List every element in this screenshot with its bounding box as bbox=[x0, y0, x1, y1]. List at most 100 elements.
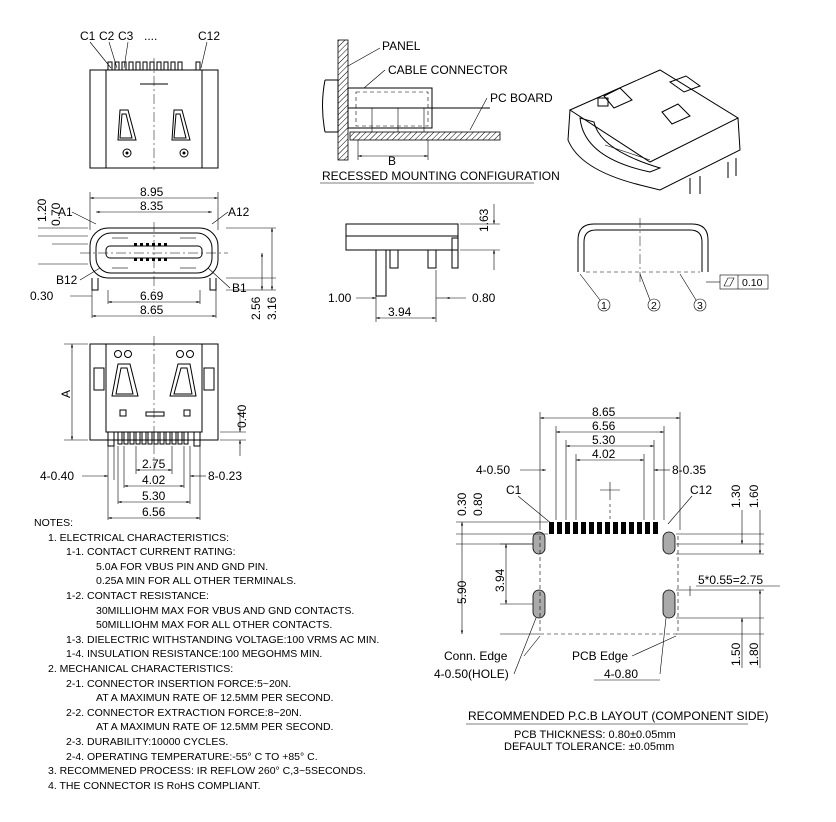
dim-895: 8.95 bbox=[140, 185, 164, 199]
pcb-label-c12: C12 bbox=[690, 483, 712, 497]
callout-3: 3 bbox=[697, 300, 703, 312]
note-line: 3. RECOMMENED PROCESS: IR REFLOW 260° C,… bbox=[48, 765, 366, 778]
pcb-caption: RECOMMENDED P.C.B LAYOUT (COMPONENT SIDE… bbox=[468, 709, 769, 723]
top-contact-teeth bbox=[107, 61, 201, 71]
pcb-dim-150: 1.50 bbox=[729, 642, 743, 666]
note-line: 1-2. CONTACT RESISTANCE: bbox=[66, 589, 209, 602]
callout-2: 2 bbox=[651, 300, 657, 312]
side-view: 1.63 3.94 1.00 0.80 bbox=[328, 204, 500, 322]
label-cable-connector: CABLE CONNECTOR bbox=[388, 63, 508, 77]
notes-title: NOTES: bbox=[34, 517, 74, 529]
pcb-slot-tr bbox=[662, 531, 676, 555]
note-line: 1-1. CONTACT CURRENT RATING: bbox=[66, 546, 236, 559]
pcb-dim-pitch: 5*0.55=2.75 bbox=[698, 573, 763, 587]
flatness-value: 0.10 bbox=[742, 277, 763, 289]
pcb-dim-180: 1.80 bbox=[747, 642, 761, 666]
note-line: 30MILLIOHM MAX FOR VBUS AND GND CONTACTS… bbox=[96, 604, 355, 617]
note-line: 2-2. CONNECTOR EXTRACTION FORCE:8~20N. bbox=[66, 706, 302, 719]
pcb-label-c1: C1 bbox=[506, 483, 522, 497]
pcb-slot-tl bbox=[532, 531, 546, 555]
label-panel: PANEL bbox=[382, 39, 421, 53]
pcb-layout: 8.65 6.56 5.30 4.02 4-0.50 8-0.35 C1 C12 bbox=[434, 405, 780, 753]
notes-block: NOTES: 1. ELECTRICAL CHARACTERISTICS: 1-… bbox=[34, 516, 434, 793]
pcb-dim-8-035: 8-0.35 bbox=[672, 463, 706, 477]
label-c3: C3 bbox=[118, 29, 134, 43]
dim-080: 0.80 bbox=[472, 291, 496, 305]
mounting-config: B PANEL CABLE CONNECTOR PC BOARD RECESSE… bbox=[320, 39, 560, 184]
dim-4-040: 4-0.40 bbox=[40, 469, 74, 483]
pcb-slot-br bbox=[662, 589, 676, 619]
dim-669: 6.69 bbox=[140, 289, 164, 303]
pin-a1: A1 bbox=[58, 205, 73, 219]
dim-394: 3.94 bbox=[388, 305, 412, 319]
note-line: 2. MECHANICAL CHARACTERISTICS: bbox=[48, 662, 234, 675]
note-line: 1-4. INSULATION RESISTANCE:100 MEGOHMS M… bbox=[66, 648, 323, 661]
label-holes: 4-0.50(HOLE) bbox=[434, 667, 509, 681]
label-c2: C2 bbox=[99, 29, 115, 43]
pcb-dim-394: 3.94 bbox=[493, 568, 507, 592]
note-line: 4. THE CONNECTOR IS RoHS COMPLIANT. bbox=[48, 779, 261, 792]
label-c1: C1 bbox=[80, 29, 96, 43]
front-view: 8.95 8.35 A1 A12 1.20 0.70 0.30 B12 bbox=[30, 185, 279, 320]
pcb-dim-530: 5.30 bbox=[592, 433, 616, 447]
end-view: 1 2 3 0.10 bbox=[577, 218, 769, 312]
dim-275: 2.75 bbox=[142, 457, 166, 471]
pcb-dim-865: 8.65 bbox=[592, 405, 616, 419]
pcb-dim-130: 1.30 bbox=[729, 484, 743, 508]
bottom-view: A 0.40 4-0.40 8-0.23 2.75 4.02 5.30 6.56 bbox=[40, 336, 249, 520]
dim-030: 0.30 bbox=[30, 289, 54, 303]
label-conn-edge: Conn. Edge bbox=[444, 649, 508, 663]
pcb-dim-590: 5.90 bbox=[455, 580, 469, 604]
label-dots: .... bbox=[144, 29, 157, 43]
pcb-dim-160: 1.60 bbox=[747, 484, 761, 508]
note-line: 5.0A FOR VBUS PIN AND GND PIN. bbox=[96, 560, 269, 573]
pcb-thickness: PCB THICKNESS: 0.80±0.05mm bbox=[514, 729, 676, 741]
pin-b12: B12 bbox=[56, 273, 78, 287]
dim-070: 0.70 bbox=[49, 202, 63, 226]
top-view: C1 C2 C3 .... C12 bbox=[80, 29, 220, 170]
pcb-dim-4-050: 4-0.50 bbox=[476, 463, 510, 477]
dim-163: 1.63 bbox=[477, 208, 491, 232]
note-line: 2-4. OPERATING TEMPERATURE:-55° C TO +85… bbox=[66, 750, 318, 763]
pin-a12: A12 bbox=[228, 205, 250, 219]
note-line: 1-3. DIELECTRIC WITHSTANDING VOLTAGE:100… bbox=[66, 633, 380, 646]
pcb-dim-030: 0.30 bbox=[455, 492, 469, 516]
dim-8-023: 8-0.23 bbox=[208, 469, 242, 483]
note-line: 2-3. DURABILITY:10000 CYCLES. bbox=[66, 735, 229, 748]
pcb-slot-bl bbox=[532, 589, 546, 619]
dim-530: 5.30 bbox=[142, 489, 166, 503]
note-line: 2-1. CONNECTOR INSERTION FORCE:5~20N. bbox=[66, 677, 292, 690]
mounting-caption: RECESSED MOUNTING CONFIGURATION bbox=[322, 169, 560, 183]
note-line: 0.25A MIN FOR ALL OTHER TERMINALS. bbox=[96, 575, 297, 588]
dim-402: 4.02 bbox=[142, 473, 166, 487]
dim-865: 8.65 bbox=[140, 303, 164, 317]
pcb-dim-080: 0.80 bbox=[471, 492, 485, 516]
dim-256: 2.56 bbox=[249, 296, 263, 320]
label-pc-board: PC BOARD bbox=[490, 91, 553, 105]
front-contacts bbox=[134, 243, 167, 261]
pcb-pads bbox=[549, 522, 658, 534]
note-line: AT A MAXIMUN RATE OF 12.5MM PER SECOND. bbox=[96, 692, 334, 705]
note-line: AT A MAXIMUN RATE OF 12.5MM PER SECOND. bbox=[96, 721, 334, 734]
pcb-dim-402: 4.02 bbox=[592, 447, 616, 461]
dim-100: 1.00 bbox=[328, 291, 352, 305]
dim-835: 8.35 bbox=[140, 199, 164, 213]
note-line: 50MILLIOHM MAX FOR ALL OTHER CONTACTS. bbox=[96, 619, 333, 632]
dim-a: A bbox=[59, 390, 73, 398]
pin-b1: B1 bbox=[232, 281, 247, 295]
label-4-080: 4-0.80 bbox=[604, 667, 638, 681]
label-pcb-edge: PCB Edge bbox=[572, 649, 628, 663]
label-c12: C12 bbox=[198, 29, 220, 43]
dim-040: 0.40 bbox=[235, 404, 249, 428]
dim-120: 1.20 bbox=[35, 198, 49, 222]
iso-view bbox=[567, 69, 741, 194]
label-b: B bbox=[388, 154, 396, 168]
bottom-pins bbox=[107, 431, 201, 447]
note-line: 1. ELECTRICAL CHARACTERISTICS: bbox=[48, 531, 230, 544]
dim-656: 6.56 bbox=[142, 505, 166, 519]
pcb-dim-656: 6.56 bbox=[592, 419, 616, 433]
callout-1: 1 bbox=[601, 300, 607, 312]
dim-316: 3.16 bbox=[265, 296, 279, 320]
pcb-tolerance: DEFAULT TOLERANCE: ±0.05mm bbox=[504, 741, 674, 753]
